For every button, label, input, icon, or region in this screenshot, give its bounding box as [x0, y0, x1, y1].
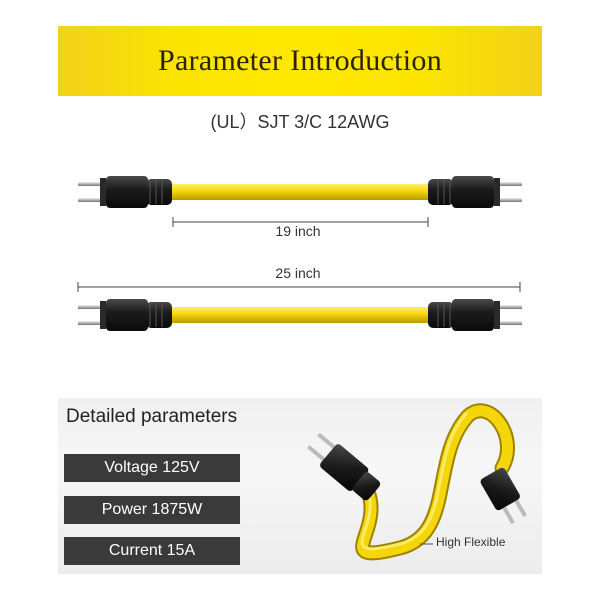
power-param: Power 1875W — [64, 496, 240, 524]
cable-25-inch — [77, 282, 522, 331]
cable-spec-text: (UL）SJT 3/C 12AWG — [210, 112, 390, 132]
left-plug — [78, 299, 172, 331]
right-plug — [428, 299, 522, 331]
high-flexible-label: High Flexible — [436, 535, 506, 549]
cable-jacket — [170, 307, 432, 323]
title-banner: Parameter Introduction — [58, 26, 542, 96]
left-plug — [78, 176, 172, 208]
length-label-25: 25 inch — [275, 265, 321, 281]
dimension-line-19 — [172, 217, 429, 227]
cable-illustration — [77, 176, 522, 331]
page-title: Parameter Introduction — [158, 44, 442, 77]
current-param: Current 15A — [64, 537, 240, 565]
detail-panel: Detailed parameters Voltage 125V Power 1… — [58, 398, 542, 574]
left-plug — [307, 432, 381, 501]
detail-panel-title: Detailed parameters — [66, 406, 238, 427]
cable-jacket — [352, 405, 513, 559]
right-plug — [428, 176, 522, 208]
right-plug — [480, 467, 527, 525]
cable-19-inch — [78, 176, 522, 227]
cable-jacket — [170, 184, 432, 200]
length-label-19: 19 inch — [275, 223, 321, 239]
flexible-cable-illustration — [307, 403, 527, 561]
voltage-param: Voltage 125V — [64, 454, 240, 482]
dimension-line-25 — [77, 282, 521, 292]
